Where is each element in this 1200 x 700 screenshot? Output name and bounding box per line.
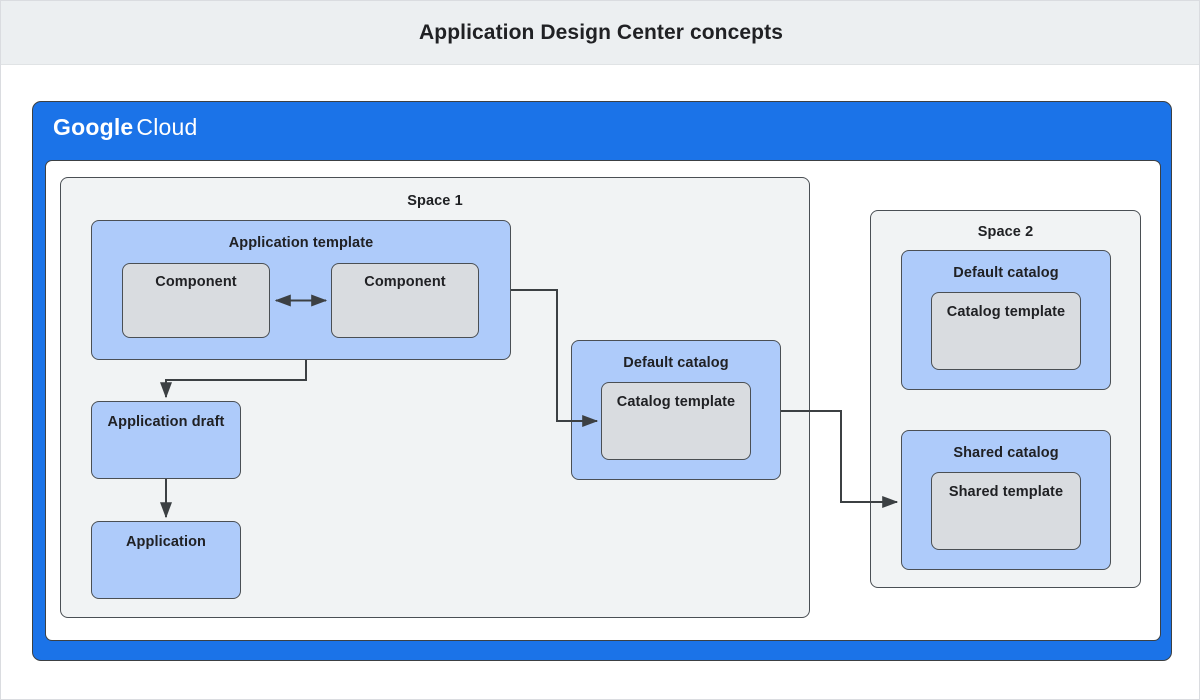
catalog-template-space1-label: Catalog template	[616, 394, 736, 410]
shared-template-box[interactable]: Shared template	[931, 472, 1081, 550]
shared-template-label: Shared template	[948, 484, 1064, 500]
component-left-label: Component	[155, 274, 237, 290]
application-box[interactable]: Application	[91, 521, 241, 599]
default-catalog-space1-label: Default catalog	[623, 355, 729, 371]
component-right-label: Component	[364, 274, 446, 290]
application-draft-label: Application draft	[107, 414, 225, 430]
catalog-template-space1-box[interactable]: Catalog template	[601, 382, 751, 460]
space-1-label: Space 1	[407, 193, 463, 209]
space-2-label: Space 2	[977, 224, 1034, 240]
application-draft-box[interactable]: Application draft	[91, 401, 241, 479]
page-title: Application Design Center concepts	[419, 20, 783, 44]
application-label: Application	[125, 534, 207, 550]
logo-google-word: Google	[53, 114, 134, 140]
default-catalog-space2-label: Default catalog	[953, 265, 1059, 281]
catalog-template-space2-label: Catalog template	[946, 304, 1066, 320]
catalog-template-space2-box[interactable]: Catalog template	[931, 292, 1081, 370]
shared-catalog-label: Shared catalog	[953, 445, 1059, 461]
application-template-label: Application template	[228, 235, 374, 251]
page-title-bar: Application Design Center concepts	[1, 1, 1199, 65]
logo-cloud-word: Cloud	[136, 114, 198, 140]
component-right-box[interactable]: Component	[331, 263, 479, 338]
component-left-box[interactable]: Component	[122, 263, 270, 338]
